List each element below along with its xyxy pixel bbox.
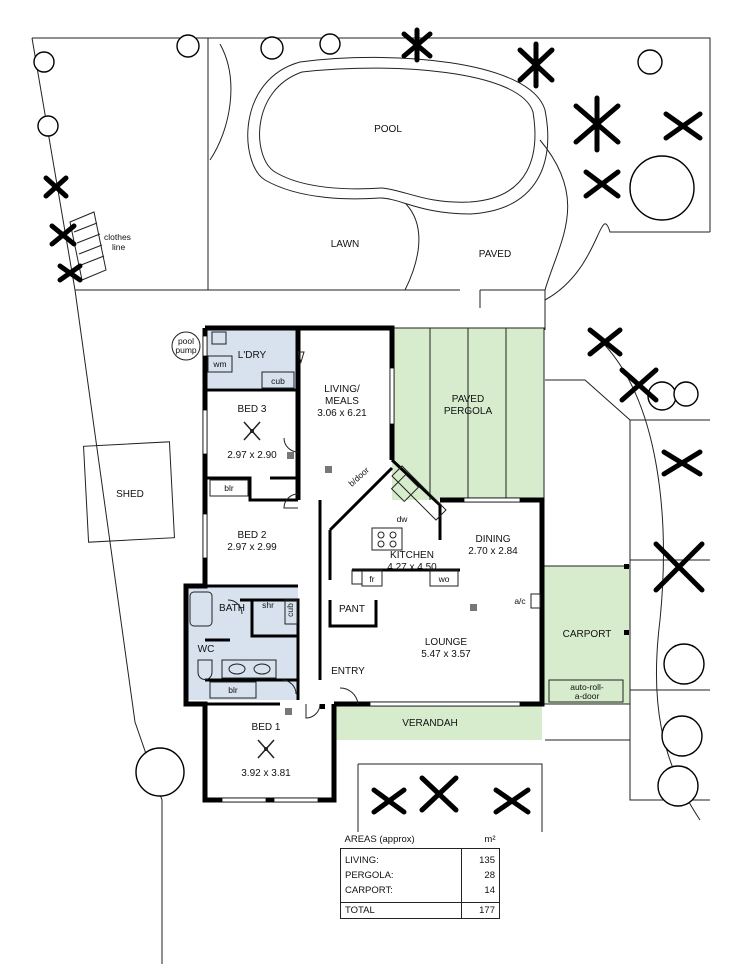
areas-row-label: PERGOLA: xyxy=(340,868,462,883)
windows xyxy=(202,335,521,803)
dishwasher-label: dw xyxy=(397,514,409,524)
laundry-tub xyxy=(211,331,227,345)
carport-label: CARPORT xyxy=(563,629,612,640)
ceiling-fan-bed1 xyxy=(257,739,275,759)
bifold-door-label: b/door xyxy=(346,465,371,489)
washing-machine xyxy=(207,355,233,373)
areas-title: AREAS (approx) xyxy=(344,834,415,845)
areas-row: CARPORT: 14 xyxy=(340,883,501,903)
blr-label-2: blr xyxy=(228,685,238,695)
living-dim: 3.06 x 6.21 xyxy=(317,408,367,419)
bath-cub-label: cub xyxy=(285,603,295,617)
palm-shrubs xyxy=(43,27,705,815)
pool-pump-label-2: pump xyxy=(175,345,197,355)
pergola-label-1: PAVED xyxy=(452,394,484,405)
areas-row-value: 28 xyxy=(460,868,501,883)
areas-row: PERGOLA: 28 xyxy=(340,868,501,883)
bed1-post xyxy=(285,708,292,715)
areas-table: AREAS (approx) m² LIVING: 135 PERGOLA: 2… xyxy=(340,832,501,919)
areas-row-value: 135 xyxy=(460,848,501,868)
bath-cupboard xyxy=(284,599,298,625)
shower-label: shr xyxy=(262,600,274,610)
living-post xyxy=(325,466,332,473)
auto-door-label-1: auto-roll- xyxy=(570,682,604,692)
carport xyxy=(544,564,631,705)
living-label-1: LIVING/ xyxy=(324,384,360,395)
ac-label: a/c xyxy=(514,596,526,606)
verandah-post xyxy=(320,704,325,709)
verandah-zone xyxy=(336,704,542,740)
kitchen-bench xyxy=(351,465,459,587)
dining-label: DINING xyxy=(476,534,511,545)
areas-total-label: TOTAL xyxy=(340,902,462,919)
lounge-label: LOUNGE xyxy=(425,637,468,648)
bed3-dim: 2.97 x 2.90 xyxy=(227,450,277,461)
paved-label: PAVED xyxy=(479,249,511,260)
laundry-cupboard xyxy=(261,371,295,389)
pergola-label-2: PERGOLA xyxy=(444,406,493,417)
entry-label: ENTRY xyxy=(331,666,365,677)
pool-outline xyxy=(247,56,549,215)
pool-pump xyxy=(171,331,201,361)
areas-unit: m² xyxy=(484,834,496,845)
bed2-dim: 2.97 x 2.99 xyxy=(227,542,277,553)
toilet xyxy=(197,659,213,680)
blr-label-1: blr xyxy=(224,483,234,493)
areas-total: TOTAL 177 xyxy=(340,902,501,919)
areas-row-value: 14 xyxy=(460,883,501,903)
pantry-label: PANT xyxy=(339,604,365,615)
clothes-line-label-1: clothes xyxy=(104,232,131,242)
bed1-label: BED 1 xyxy=(252,722,281,733)
trees xyxy=(33,33,705,807)
bed3-post xyxy=(287,452,294,459)
wc-label: WC xyxy=(198,644,215,655)
pool-pump-label-1: pool xyxy=(178,336,194,346)
kitchen-dim: 4.27 x 4.50 xyxy=(387,562,437,573)
dining-post xyxy=(470,604,477,611)
pergola-slats xyxy=(392,327,545,500)
ceiling-fan-bed3 xyxy=(243,421,261,441)
interior-walls xyxy=(205,388,460,706)
shed-label: SHED xyxy=(116,489,144,500)
laundry-label: L'DRY xyxy=(238,350,267,361)
lounge-dim: 5.47 x 3.57 xyxy=(421,649,471,660)
areas-row-label: LIVING: xyxy=(340,848,462,868)
shed xyxy=(83,441,175,543)
ac-unit xyxy=(530,593,541,609)
areas-row-label: CARPORT: xyxy=(340,883,462,903)
dining-dim: 2.70 x 2.84 xyxy=(468,546,518,557)
laundry-zone xyxy=(206,328,298,388)
areas-total-value: 177 xyxy=(460,902,501,919)
wm-label: wm xyxy=(212,359,226,369)
living-label-2: MEALS xyxy=(325,396,359,407)
bathtub xyxy=(189,591,213,627)
vanity xyxy=(221,659,277,679)
auto-door-label-2: a-door xyxy=(575,691,600,701)
bath-label: BATH xyxy=(219,603,245,614)
bed2-label: BED 2 xyxy=(238,530,267,541)
pool-inner xyxy=(259,67,536,203)
clothes-line xyxy=(69,211,107,281)
carport-zone xyxy=(544,566,630,704)
fridge-label: fr xyxy=(369,574,374,584)
laundry-cub-label: cub xyxy=(271,376,285,386)
wall-oven-label: wo xyxy=(438,574,450,584)
pool-label: POOL xyxy=(374,124,402,135)
areas-header: AREAS (approx) m² xyxy=(341,832,500,849)
door-swings xyxy=(227,351,359,719)
clothes-line-label-2: line xyxy=(112,242,126,252)
blr-box-1 xyxy=(209,479,249,497)
bed3-label: BED 3 xyxy=(238,404,267,415)
areas-row: LIVING: 135 xyxy=(340,848,501,868)
lawn-label: LAWN xyxy=(331,239,360,250)
bed1-dim: 3.92 x 3.81 xyxy=(241,768,291,779)
verandah-label: VERANDAH xyxy=(402,718,458,729)
blr-box-2 xyxy=(209,681,257,699)
kitchen-label: KITCHEN xyxy=(390,550,434,561)
